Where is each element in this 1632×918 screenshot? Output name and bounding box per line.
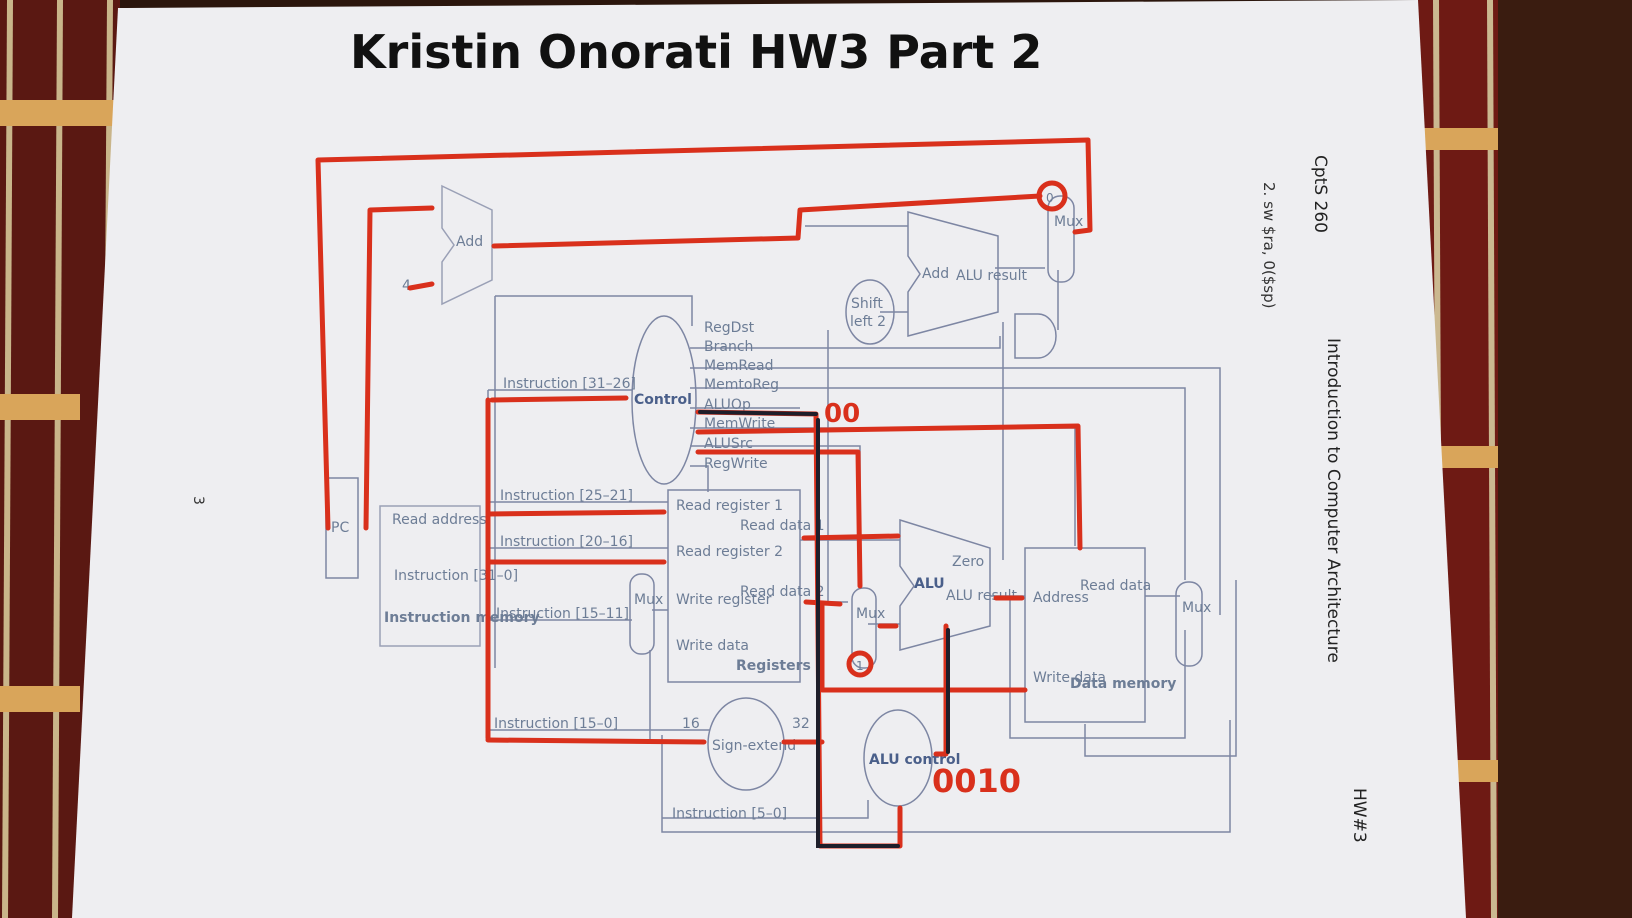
alu-control-annotation: 0010 [932,762,1021,800]
register-file-ports: Read register 1 Read register 2 Write re… [676,498,825,654]
signal-branch: Branch [704,339,753,355]
datapath-wires [487,225,1237,833]
question-label: 2. sw $ra, 0($sp) [1260,182,1278,309]
memtoreg-mux-label: Mux [1182,600,1211,616]
pc-adder [441,184,493,306]
sign-out-width: 32 [792,716,810,732]
reg-write-data: Write data [676,638,749,654]
signal-memread: MemRead [704,358,774,374]
signal-alusrc: ALUSrc [704,436,753,452]
branch-adder-result: ALU result [956,268,1027,284]
course-label: CptS 260 [1310,155,1330,233]
imem-read-address: Read address [392,512,487,528]
imem-instruction: Instruction [31–0] [394,568,518,584]
register-file [667,489,801,683]
signal-regwrite: RegWrite [704,456,768,472]
control-unit [631,315,697,485]
shift-label-2: left 2 [850,314,886,330]
signal-regdst: RegDst [704,320,755,336]
control-label: Control [634,392,692,408]
field-5-0: Instruction [5–0] [672,806,787,822]
pc-label: PC [331,520,349,536]
alusrc-mux [851,587,877,669]
constant-four: 4 [402,278,411,294]
field-15-11: Instruction [15–11] [496,606,629,622]
pc-mux-label: Mux [1054,214,1083,230]
page-title: Kristin Onorati HW3 Part 2 [350,25,1042,79]
alusrc-mux-label: Mux [856,606,885,622]
sign-extend-label: Sign-extend [712,738,796,754]
signal-memtoreg: MemtoReg [704,377,779,393]
branch-adder-label: Add [922,266,949,282]
reg-read2: Read register 2 [676,544,783,560]
reg-read-data1: Read data 1 [740,518,825,534]
control-signal-list: RegDst Branch MemRead MemtoReg ALUOp Mem… [704,320,779,472]
shift-label-1: Shift [851,296,883,312]
dmem-read-data: Read data [1080,578,1151,594]
field-25-21: Instruction [25–21] [500,488,633,504]
dmem-write-data: Write data [1033,670,1106,686]
reg-read1: Read register 1 [676,498,783,514]
paper-sheet [72,0,1466,918]
field-15-0: Instruction [15–0] [494,716,618,732]
alu-zero: Zero [952,554,984,570]
signal-memwrite: MemWrite [704,416,775,432]
pc-adder-label: Add [456,234,483,250]
branch-adder [907,211,999,337]
regdst-mux-label: Mux [634,592,663,608]
instruction-memory [379,505,481,647]
dmem-address: Address [1033,590,1089,606]
mux-alusrc-select: 1 [856,659,864,673]
reg-read-data2: Read data 2 [740,584,825,600]
book-label: Introduction to Computer Architecture [1323,338,1343,663]
shift-left-2 [845,279,895,345]
data-memory [1024,547,1146,723]
regdst-mux [629,573,655,655]
field-20-16: Instruction [20–16] [500,534,633,550]
mux-top-select: 0 [1046,191,1054,205]
imem-title: Instruction memory [384,610,540,626]
aluop-annotation: 00 [824,399,860,429]
instruction-field-labels: Instruction [31–26] Instruction [25–21] … [494,376,787,822]
data-memory-ports: Address Read data Write data [1033,578,1151,686]
main-alu [899,518,991,651]
pc-source-mux [1047,195,1075,283]
reg-write-register: Write register [676,592,772,608]
branch-and-gate [1014,313,1057,359]
field-31-26: Instruction [31–26] [503,376,636,392]
marker-dark-paths [698,410,950,848]
alu-control [863,709,933,807]
alu-label: ALU [914,576,945,592]
page-number: 3 [190,496,206,505]
hw-label: HW#3 [1349,788,1369,843]
wood-right [1498,0,1632,918]
dmem-title: Data memory [1070,676,1176,692]
registers-title: Registers [736,658,811,674]
memtoreg-mux [1175,581,1203,667]
sign-in-width: 16 [682,716,700,732]
signal-aluop: ALUOp [704,397,751,413]
